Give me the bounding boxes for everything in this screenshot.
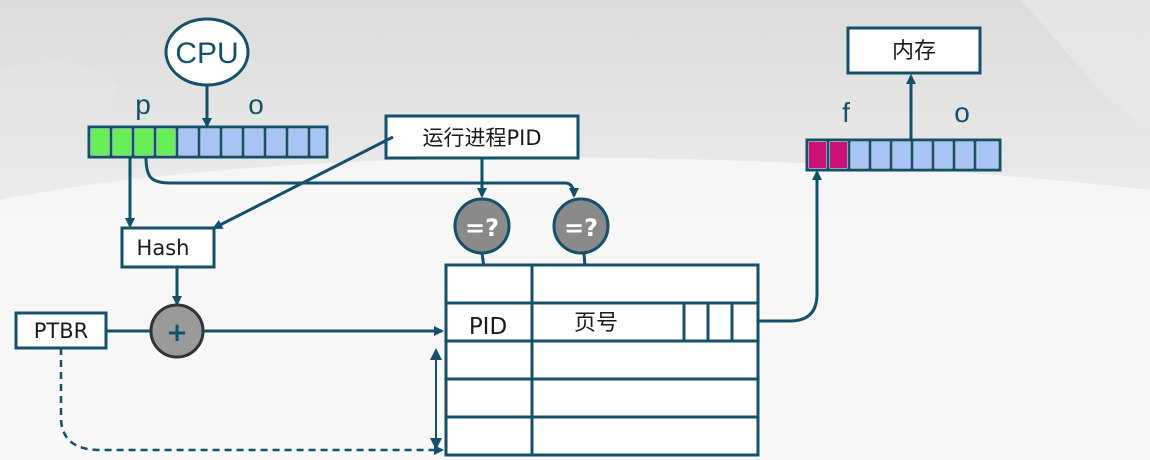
- o-bit-cell: [935, 142, 952, 168]
- ptbr-label: PTBR: [34, 319, 89, 343]
- o-bit-cell: [223, 129, 241, 155]
- running-pid-label: 运行进程PID: [422, 126, 541, 150]
- cpu-label: CPU: [175, 37, 238, 70]
- p-bit-cell: [91, 129, 109, 155]
- ptbr-to-table-base-dashed: [59, 348, 444, 455]
- virtual-address-register: [87, 125, 329, 159]
- running-pid-box: 运行进程PID: [384, 114, 580, 160]
- o-bit-cell: [914, 142, 931, 168]
- p-bit-cell: [113, 129, 131, 155]
- o-bit-cell: [311, 129, 325, 155]
- o-bit-cell: [289, 129, 307, 155]
- o-bit-cell: [245, 129, 263, 155]
- o-bit-cell: [872, 142, 889, 168]
- adder-node: +: [149, 303, 205, 359]
- memory-label: 内存: [892, 39, 936, 64]
- pid-to-hash-arrow: [212, 135, 394, 230]
- p-bit-cell: [135, 129, 153, 155]
- o-bit-cell: [956, 142, 973, 168]
- physical-address-register: [805, 138, 1002, 172]
- o-bit-cell: [893, 142, 910, 168]
- f-field-label: f: [842, 97, 850, 128]
- f-bit-cell: [809, 142, 826, 168]
- f-bit-cell: [830, 142, 847, 168]
- pid-compare-node: =?: [453, 197, 511, 255]
- hash-box: Hash: [120, 226, 216, 269]
- o-bit-cell: [267, 129, 285, 155]
- o-field-label-left: o: [248, 89, 264, 120]
- pid-compare-label: =?: [465, 214, 499, 242]
- table-page-header: 页号: [574, 311, 618, 336]
- hash-label: Hash: [137, 236, 190, 260]
- p-bit-cell: [157, 129, 175, 155]
- p-field-label: p: [135, 89, 151, 120]
- ptbr-box: PTBR: [14, 311, 108, 350]
- hashed-page-table: PID 页号: [444, 263, 760, 457]
- p-to-page-compare-arrow: [144, 156, 579, 198]
- o-bit-cell: [851, 142, 868, 168]
- adder-label: +: [166, 318, 188, 348]
- o-field-label-right: o: [954, 97, 970, 128]
- cpu-node: CPU: [164, 17, 250, 87]
- page-compare-node: =?: [552, 197, 610, 255]
- o-bit-cell: [201, 129, 219, 155]
- memory-box: 内存: [846, 26, 982, 75]
- table-pid-header: PID: [469, 314, 507, 340]
- o-bit-cell: [179, 129, 197, 155]
- o-bit-cell: [977, 142, 998, 168]
- table-to-frame-arrow: [758, 170, 822, 323]
- page-compare-label: =?: [564, 214, 598, 242]
